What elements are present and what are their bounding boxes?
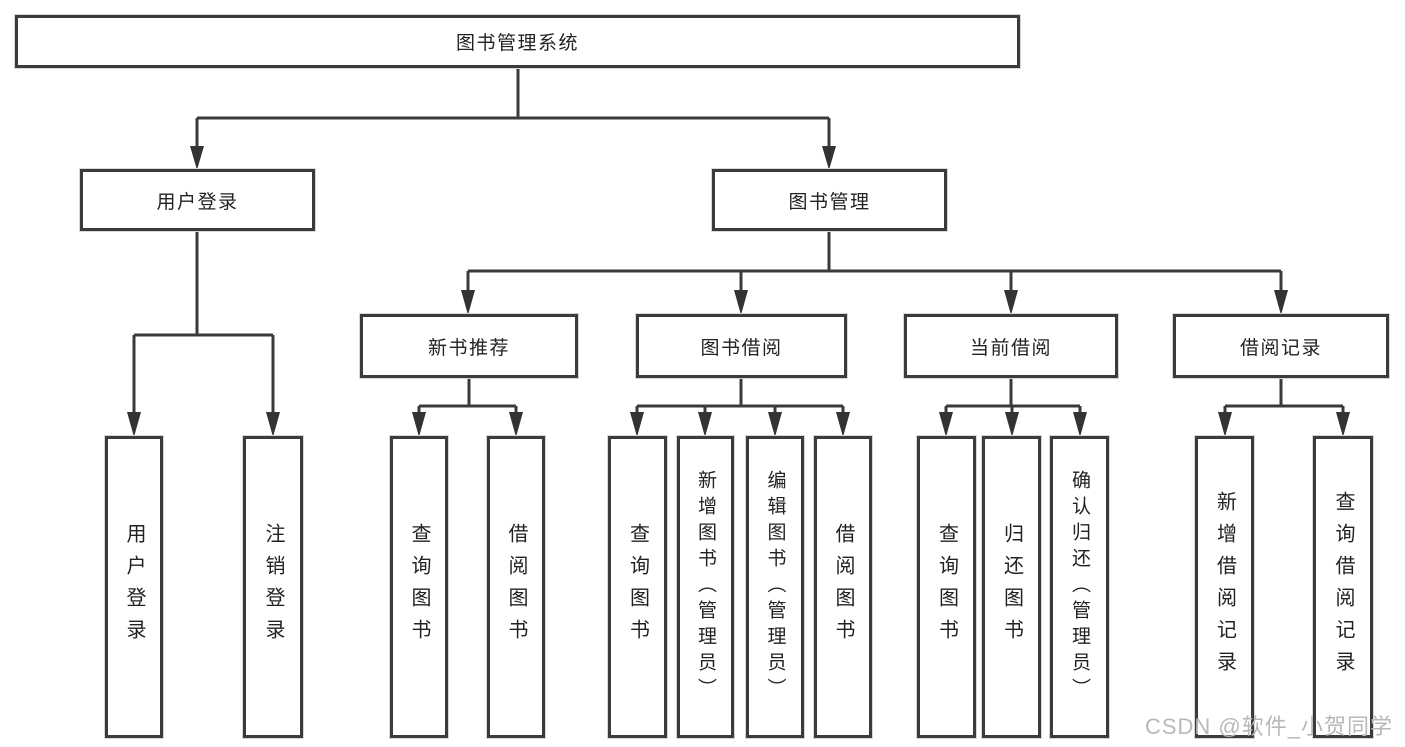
node-label: 编辑图书（管理员）: [764, 470, 786, 704]
node-label: 查询图书: [408, 523, 430, 651]
csdn-watermark: CSDN @软件_小贺同学: [1144, 714, 1393, 739]
leaf-query-books: 查询图书: [608, 436, 667, 738]
arrowheads: [127, 146, 1350, 437]
node-new-book-recommendation: 新书推荐: [360, 314, 578, 378]
leaf-return-books: 归还图书: [982, 436, 1041, 738]
node-label: 注销登录: [262, 523, 284, 651]
node-label: 当前借阅: [969, 337, 1052, 359]
node-label: 确认归还（管理员）: [1069, 470, 1090, 704]
node-book-management: 图书管理: [712, 169, 947, 231]
node-borrowing-records: 借阅记录: [1173, 314, 1389, 378]
leaf-logout: 注销登录: [243, 436, 303, 738]
leaf-query-books: 查询图书: [917, 436, 976, 738]
leaf-add-books-admin: 新增图书（管理员）: [677, 436, 734, 738]
node-label: 查询借阅记录: [1332, 491, 1354, 683]
node-label: 图书管理: [788, 191, 871, 213]
node-library-management-system: 图书管理系统: [15, 15, 1020, 68]
node-user-login: 用户登录: [80, 169, 315, 231]
node-label: 新增借阅记录: [1213, 491, 1236, 683]
leaf-query-books: 查询图书: [390, 436, 448, 738]
node-label: 查询图书: [626, 523, 649, 651]
node-label: 查询图书: [935, 523, 958, 651]
node-label: 用户登录: [123, 523, 145, 651]
node-label: 图书管理系统: [455, 33, 579, 54]
leaf-borrow-books: 借阅图书: [814, 436, 872, 738]
leaf-edit-books-admin: 编辑图书（管理员）: [746, 436, 804, 738]
node-label: 图书借阅: [700, 337, 783, 359]
node-label: 新书推荐: [427, 337, 510, 359]
node-label: 归还图书: [1000, 523, 1023, 651]
leaf-confirm-return-admin: 确认归还（管理员）: [1050, 436, 1109, 738]
leaf-add-borrow-record: 新增借阅记录: [1195, 436, 1254, 738]
node-label: 用户登录: [156, 191, 239, 213]
node-label: 借阅记录: [1239, 337, 1322, 359]
node-label: 借阅图书: [832, 523, 854, 651]
node-label: 新增图书（管理员）: [695, 470, 716, 704]
leaf-user-login: 用户登录: [105, 436, 163, 738]
leaf-borrow-books: 借阅图书: [487, 436, 545, 738]
node-current-borrowing: 当前借阅: [904, 314, 1118, 378]
node-label: 借阅图书: [505, 523, 527, 651]
leaf-query-borrow-record: 查询借阅记录: [1313, 436, 1373, 738]
node-book-borrowing: 图书借阅: [636, 314, 847, 378]
